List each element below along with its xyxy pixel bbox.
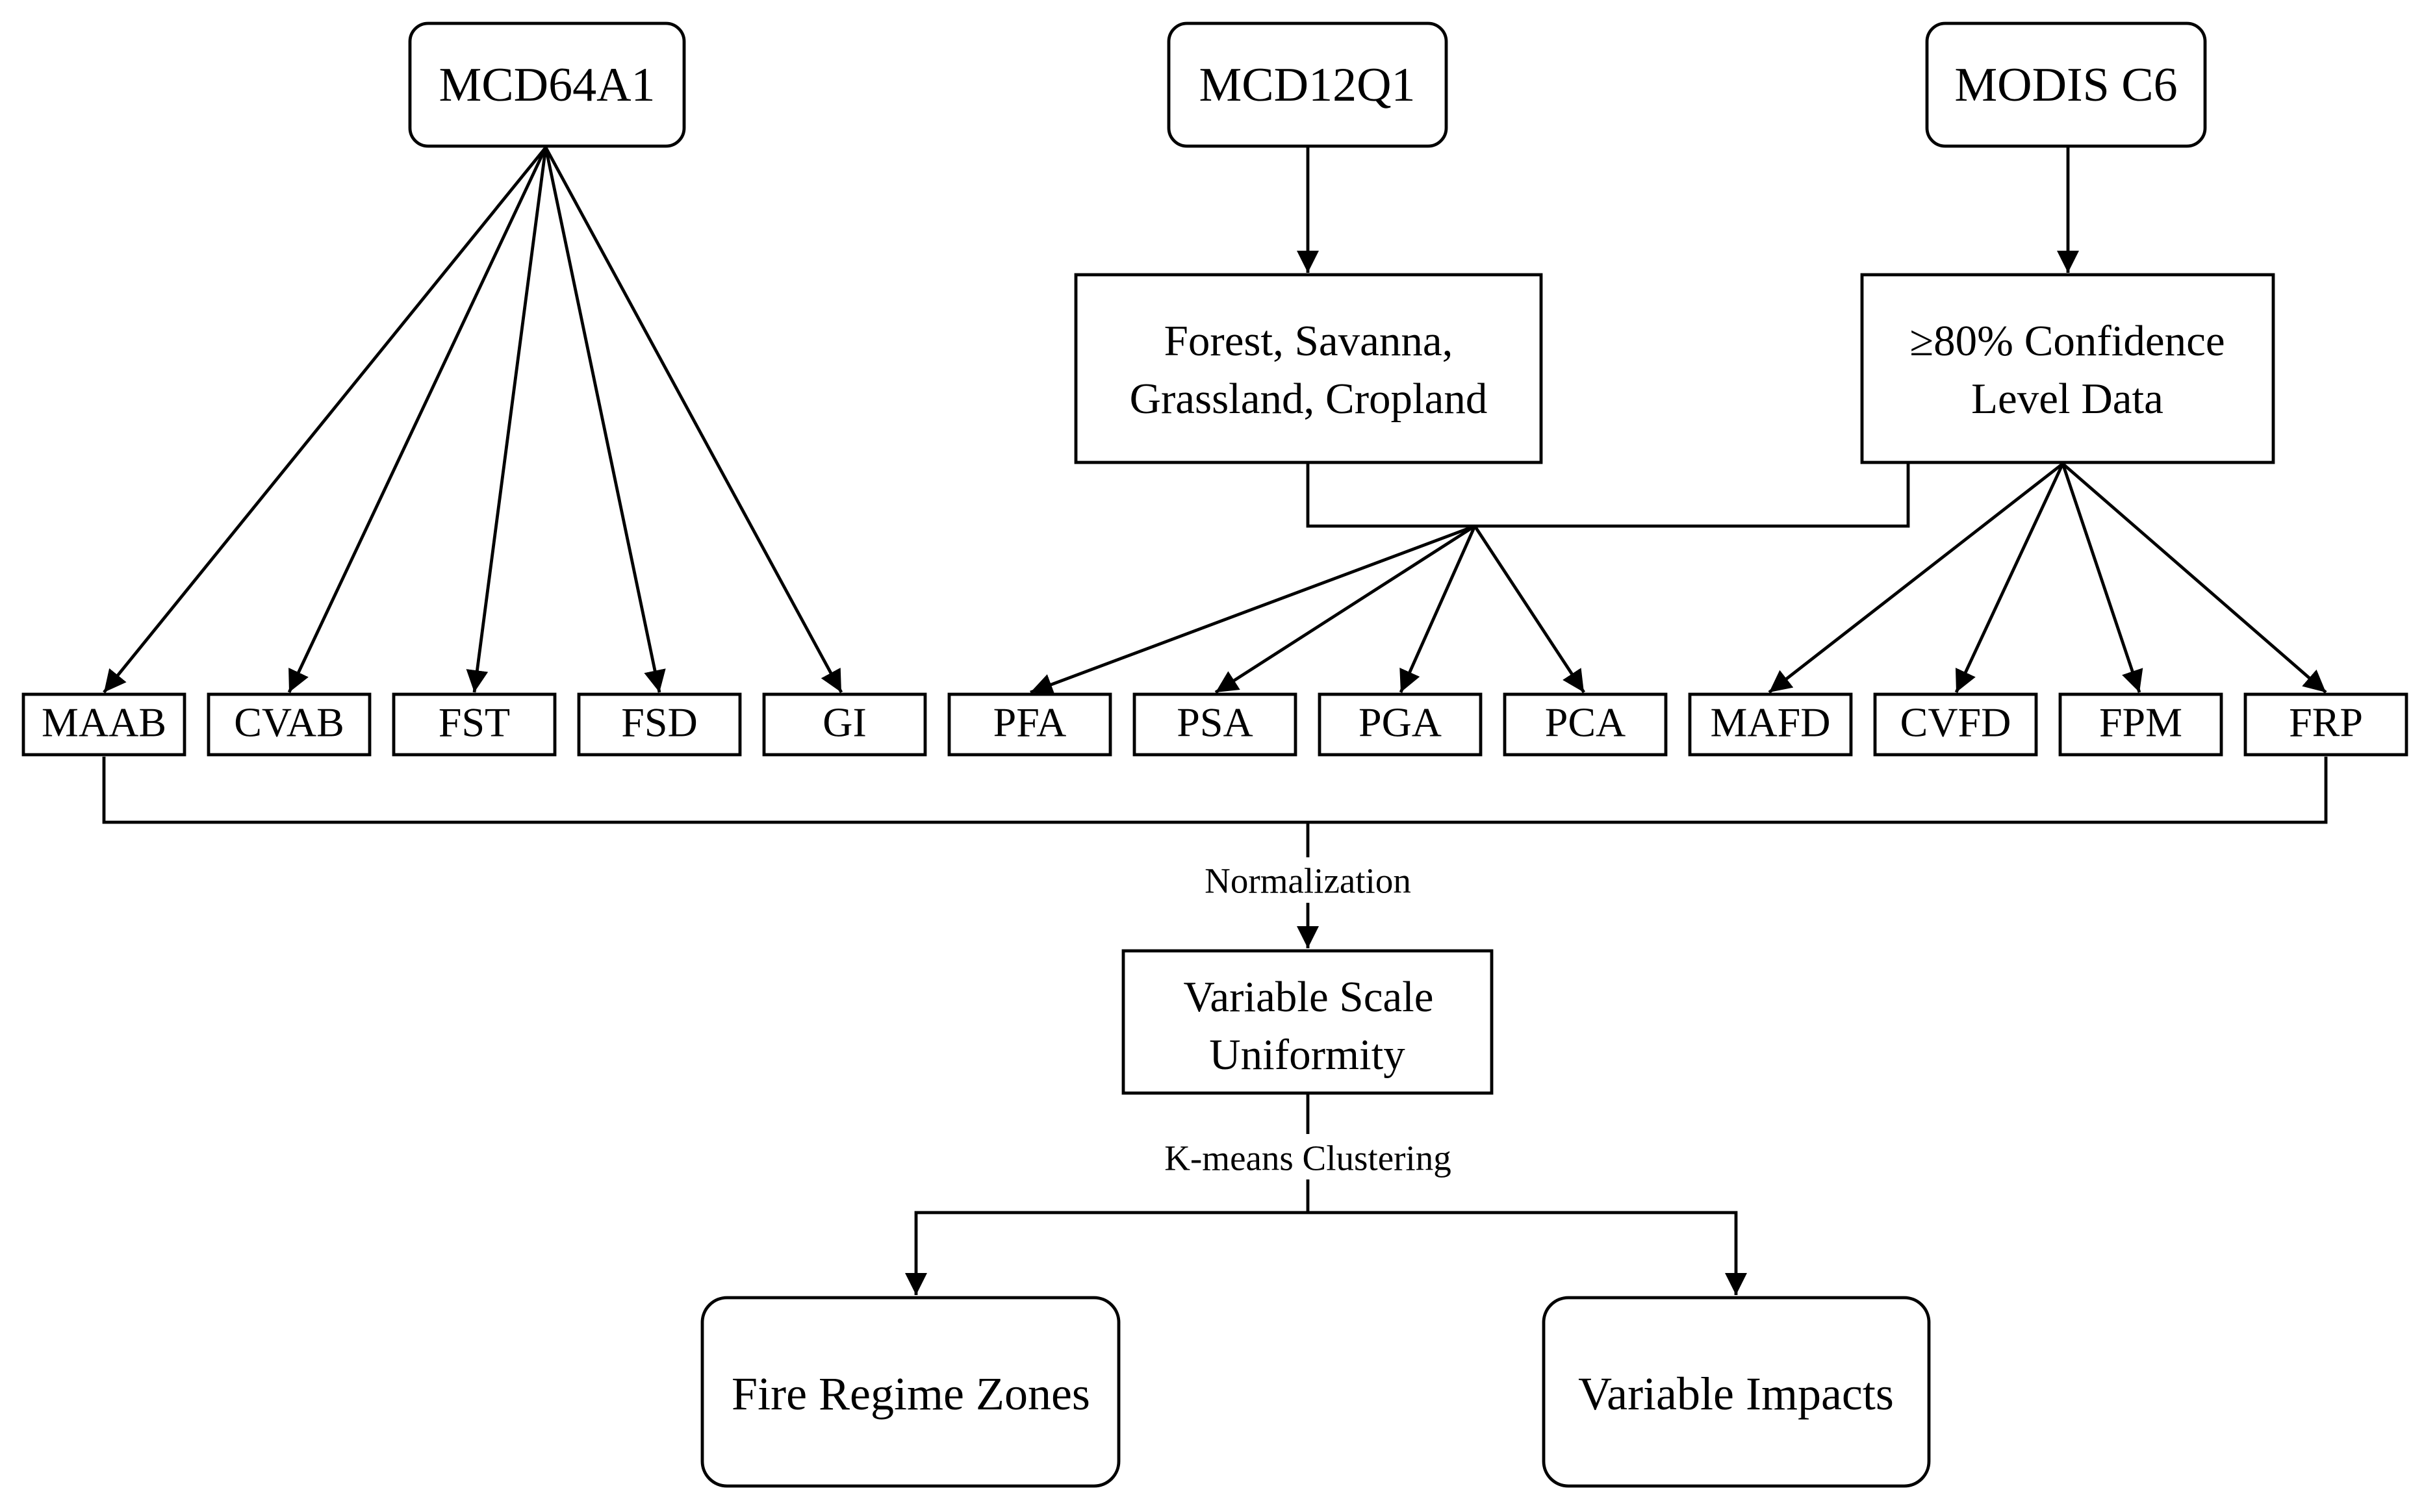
variable-node-frp: FRP	[2243, 692, 2408, 757]
edge-confidence-fpm	[2061, 463, 2143, 693]
variable-label: PCA	[1545, 699, 1626, 746]
output-label-fire-regime-zones: Fire Regime Zones	[732, 1368, 1090, 1420]
edge-confidence-frp	[2061, 462, 2327, 694]
variable-label: MAAB	[42, 699, 166, 746]
edge-join-landcover-confidence	[1306, 464, 1910, 528]
edge-confidence-mafd	[1768, 462, 2064, 694]
variable-label: FPM	[2099, 699, 2182, 746]
variable-node-maab: MAAB	[21, 692, 186, 757]
edge-split-zones	[905, 1211, 1308, 1295]
variable-label: FST	[439, 699, 510, 746]
variable-node-mafd: MAFD	[1688, 692, 1853, 757]
variable-node-fsd: FSD	[577, 692, 742, 757]
variable-label: FRP	[2289, 699, 2363, 746]
output-node-fire-regime-zones: Fire Regime Zones	[700, 1296, 1121, 1488]
normalization-edge-label: Normalization	[1205, 861, 1411, 901]
landcover-node: Forest, Savanna, Grassland, Cropland	[1074, 273, 1543, 464]
landcover-line-2: Grassland, Cropland	[1130, 375, 1488, 423]
variable-label: CVAB	[234, 699, 344, 746]
scale-uniformity-line-2: Uniformity	[1209, 1031, 1405, 1079]
source-node-mcd12q1: MCD12Q1	[1167, 21, 1448, 148]
variable-node-pca: PCA	[1503, 692, 1668, 757]
edges	[102, 146, 2328, 1295]
edge-split-impacts	[1308, 1211, 1747, 1295]
variable-label: FSD	[621, 699, 697, 746]
landcover-line-1: Forest, Savanna,	[1164, 317, 1453, 365]
variable-label: MAFD	[1711, 699, 1831, 746]
confidence-node: ≥80% Confidence Level Data	[1860, 273, 2275, 464]
variable-node-psa: PSA	[1132, 692, 1297, 757]
edge-join-pfa	[1030, 524, 1475, 696]
variable-node-gi: GI	[762, 692, 927, 757]
source-node-modis-c6: MODIS C6	[1925, 21, 2207, 148]
variable-label: PGA	[1359, 699, 1442, 746]
source-label-mcd64a1: MCD64A1	[439, 58, 655, 112]
variable-label: PFA	[993, 699, 1067, 746]
scale-uniformity-line-1: Variable Scale	[1183, 973, 1433, 1021]
clustering-edge-label: K-means Clustering	[1164, 1139, 1451, 1178]
variable-label: PSA	[1177, 699, 1253, 746]
edge-mcd64a1-fsd	[544, 147, 666, 693]
variable-node-fpm: FPM	[2058, 692, 2223, 757]
edge-mcd64a1-fst	[466, 147, 548, 693]
output-node-variable-impacts: Variable Impacts	[1542, 1296, 1931, 1488]
source-node-mcd64a1: MCD64A1	[408, 21, 686, 148]
edge-join-pca	[1473, 525, 1586, 694]
variable-node-pga: PGA	[1318, 692, 1483, 757]
variable-label: CVFD	[1900, 699, 2011, 746]
variable-label: GI	[823, 699, 867, 746]
variable-node-fst: FST	[392, 692, 557, 757]
edge-mcd64a1-cvab	[287, 146, 548, 694]
confidence-line-2: Level Data	[1971, 375, 2163, 423]
output-label-variable-impacts: Variable Impacts	[1578, 1368, 1894, 1420]
source-label-mcd12q1: MCD12Q1	[1199, 58, 1415, 112]
edge-confidence-cvfd	[1954, 462, 2065, 694]
source-label-modis-c6: MODIS C6	[1954, 58, 2177, 112]
edge-join-psa	[1214, 524, 1476, 694]
variable-node-cvfd: CVFD	[1873, 692, 2038, 757]
confidence-line-1: ≥80% Confidence	[1909, 317, 2225, 365]
edge-mcd64a1-maab	[103, 146, 547, 694]
edge-join-pga	[1399, 525, 1477, 693]
edge-mcd64a1-gi	[544, 146, 843, 694]
variable-node-pfa: PFA	[947, 692, 1112, 757]
edge-variables-bracket	[102, 757, 2328, 824]
variable-node-cvab: CVAB	[207, 692, 372, 757]
scale-uniformity-node: Variable Scale Uniformity	[1121, 949, 1494, 1095]
